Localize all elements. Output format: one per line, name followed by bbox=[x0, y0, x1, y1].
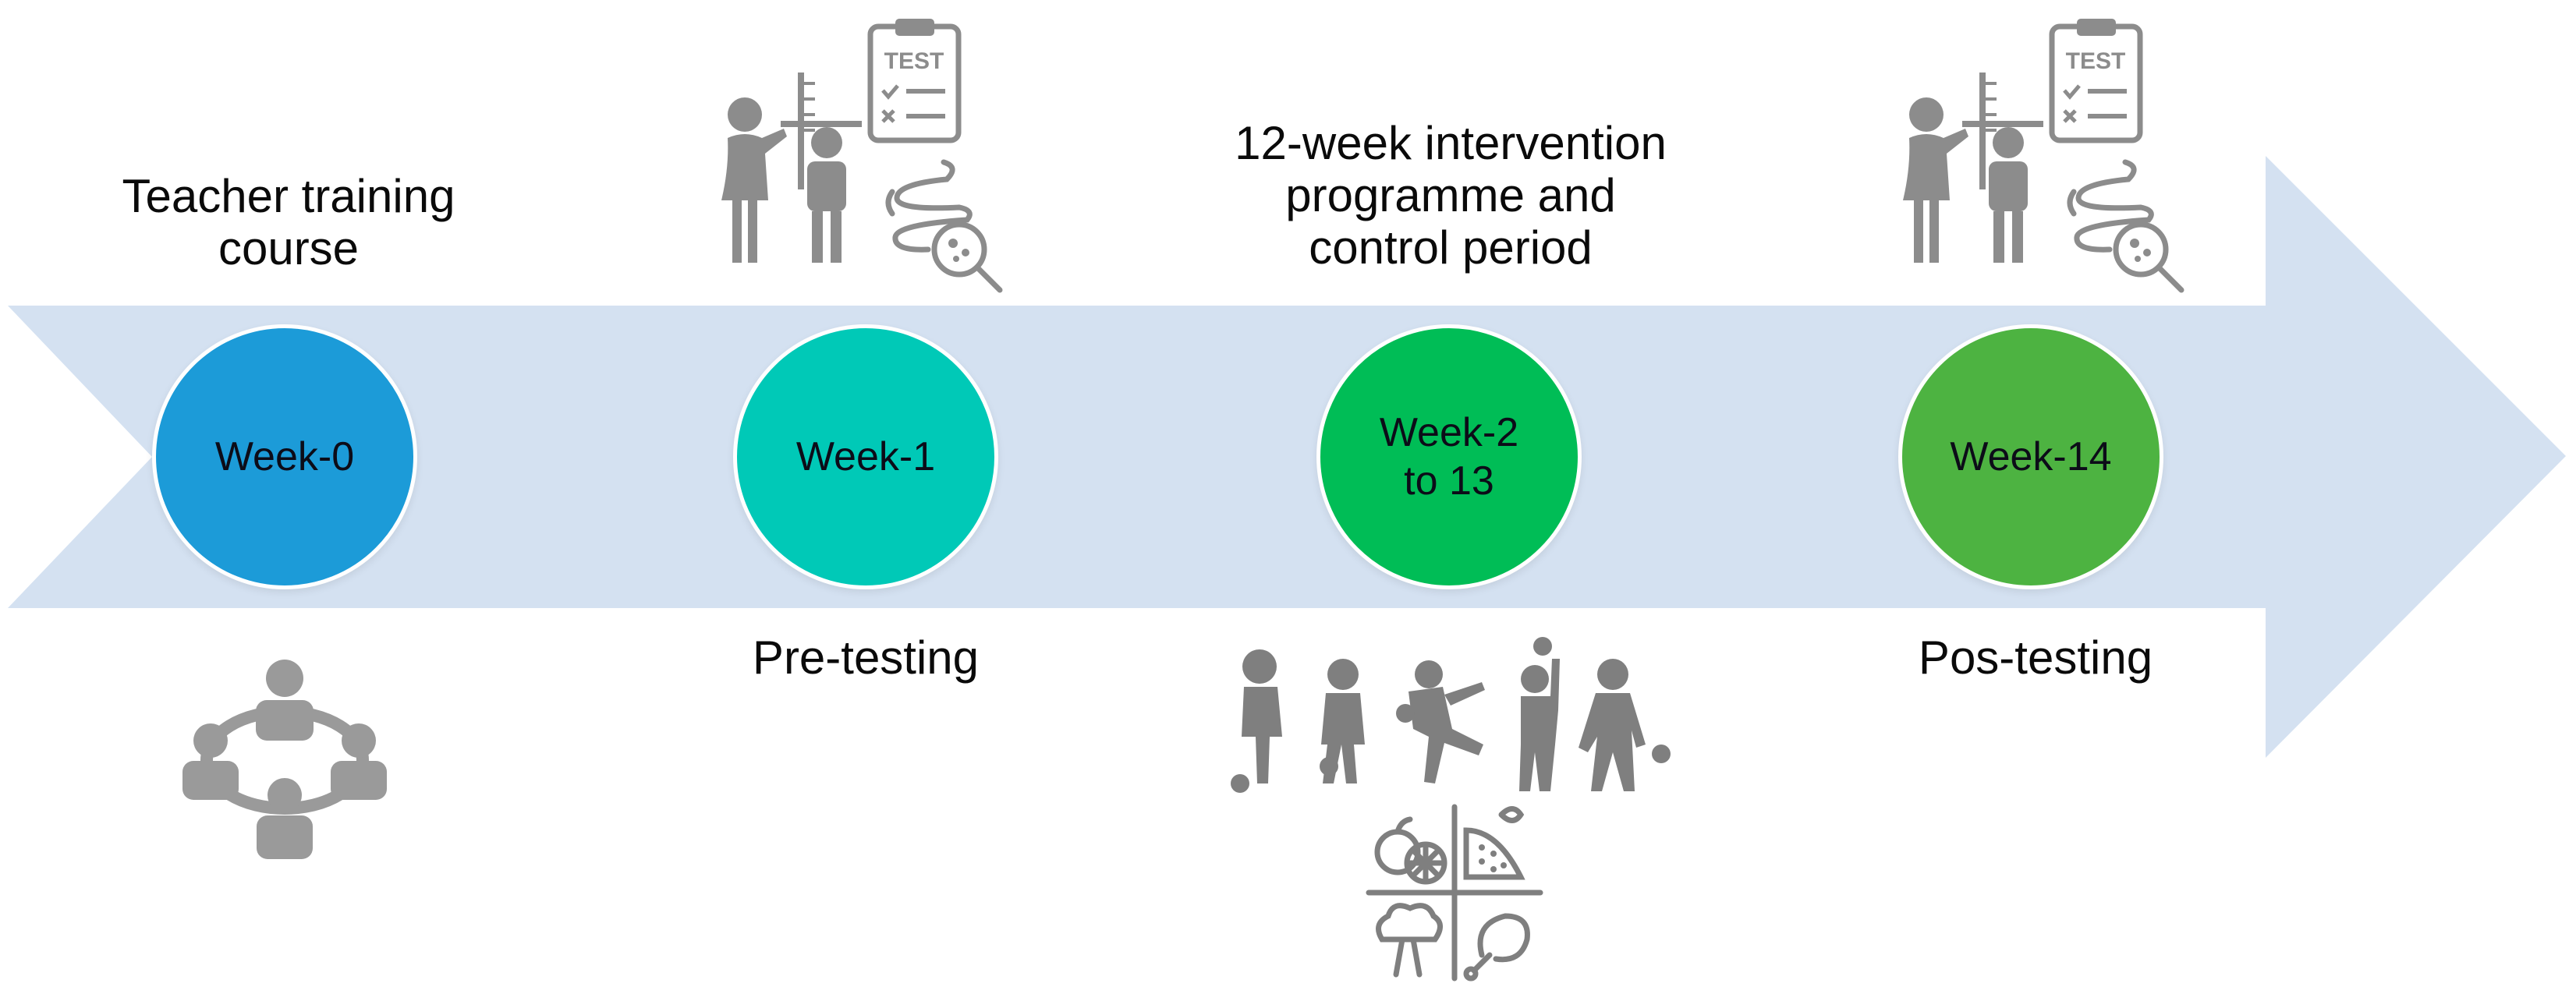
caption-teacher-training: Teacher training course bbox=[122, 170, 455, 275]
milestone-week-1: Week-1 bbox=[733, 324, 998, 589]
milestone-label: Week-2 to 13 bbox=[1379, 409, 1519, 504]
gut-microbiota-icon bbox=[885, 159, 1003, 293]
gut-microbiota-icon bbox=[2067, 159, 2184, 293]
caption-pos-testing: Pos-testing bbox=[1918, 631, 2153, 684]
caption-pre-testing: Pre-testing bbox=[752, 631, 980, 684]
group-meeting-icon bbox=[182, 660, 387, 859]
test-clipboard-icon: TEST bbox=[867, 19, 962, 143]
milestone-week-2-13: Week-2 to 13 bbox=[1316, 324, 1582, 589]
test-clipboard-label: TEST bbox=[884, 48, 944, 74]
timeline-arrow-shape bbox=[8, 156, 2566, 758]
food-groups-icon bbox=[1366, 804, 1543, 982]
height-measurement-icon bbox=[1903, 73, 2043, 263]
children-sports-icon bbox=[1231, 637, 1671, 793]
milestone-label: Week-14 bbox=[1950, 433, 2112, 479]
test-clipboard-icon: TEST bbox=[2049, 19, 2143, 143]
test-clipboard-label: TEST bbox=[2066, 48, 2126, 74]
milestone-week-0: Week-0 bbox=[152, 324, 417, 589]
height-measurement-icon bbox=[721, 73, 862, 263]
caption-intervention: 12-week intervention programme and contr… bbox=[1235, 117, 1667, 274]
milestone-label: Week-0 bbox=[214, 433, 355, 479]
milestone-label: Week-1 bbox=[795, 433, 936, 479]
milestone-week-14: Week-14 bbox=[1898, 324, 2163, 589]
